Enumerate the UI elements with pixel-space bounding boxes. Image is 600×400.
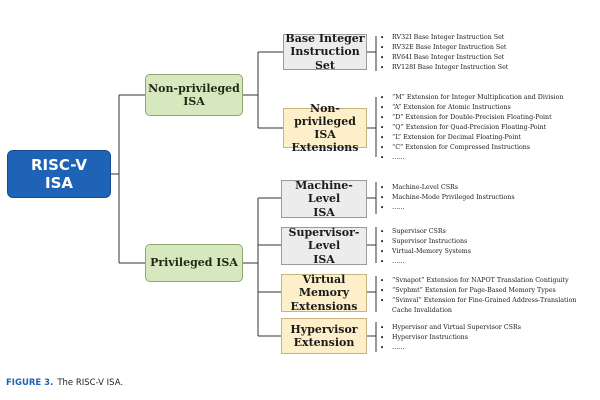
node-machine-level-isa: Machine-Level ISA	[281, 179, 367, 219]
list-item: “Q” Extension for Quad-Precision Floatin…	[380, 123, 564, 133]
list-item: Virtual-Memory Systems	[380, 247, 471, 257]
list-item: RV64I Base Integer Instruction Set	[380, 53, 508, 63]
node-non-privileged-isa-extensions: Non-privileged ISA Extensions	[283, 102, 367, 154]
list-non-privileged-extension-items: “M” Extension for Integer Multiplication…	[380, 93, 564, 163]
list-item: Hypervisor Instructions	[380, 333, 521, 343]
list-item: “Svinval” Extension for Fine-Grained Add…	[380, 296, 582, 316]
list-hypervisor-items: Hypervisor and Virtual Supervisor CSRs H…	[380, 323, 521, 353]
list-item: RV128I Base Integer Instruction Set	[380, 63, 508, 73]
list-item: “Svnapot” Extension for NAPOT Translatio…	[380, 276, 582, 286]
node-non-privileged-isa: Non-privileged ISA	[145, 74, 243, 116]
figure-caption: FIGURE 3.The RISC-V ISA.	[6, 378, 123, 388]
root-node-risc-v-isa: RISC-V ISA	[7, 150, 111, 198]
list-item: ……	[380, 153, 564, 163]
list-item: Hypervisor and Virtual Supervisor CSRs	[380, 323, 521, 333]
node-privileged-isa: Privileged ISA	[145, 244, 243, 282]
list-base-integer-items: RV32I Base Integer Instruction Set RV32E…	[380, 33, 508, 73]
list-item: ……	[380, 203, 515, 213]
list-machine-level-items: Machine-Level CSRs Machine-Mode Privileg…	[380, 183, 515, 213]
list-item: Machine-Level CSRs	[380, 183, 515, 193]
figure-label: FIGURE 3.	[6, 378, 54, 388]
list-item: RV32I Base Integer Instruction Set	[380, 33, 508, 43]
list-item: “A” Extension for Atomic Instructions	[380, 103, 564, 113]
list-item: “C” Extension for Compressed Instruction…	[380, 143, 564, 153]
node-supervisor-level-isa: Supervisor-Level ISA	[281, 226, 367, 266]
list-item: “Svpbmt” Extension for Page-Based Memory…	[380, 286, 582, 296]
list-item: Supervisor Instructions	[380, 237, 471, 247]
list-item: “L” Extension for Decimal Floating-Point	[380, 133, 564, 143]
figure-caption-text: The RISC-V ISA.	[57, 378, 124, 388]
list-item: Supervisor CSRs	[380, 227, 471, 237]
list-item: Machine-Mode Privileged Instructions	[380, 193, 515, 203]
list-item: ……	[380, 257, 471, 267]
list-virtual-memory-items: “Svnapot” Extension for NAPOT Translatio…	[380, 276, 582, 316]
list-item: RV32E Base Integer Instruction Set	[380, 43, 508, 53]
node-base-integer-instruction-set: Base Integer Instruction Set	[283, 32, 367, 72]
list-supervisor-level-items: Supervisor CSRs Supervisor Instructions …	[380, 227, 471, 267]
list-item: ……	[380, 343, 521, 353]
list-item: “D” Extension for Double-Precision Float…	[380, 113, 564, 123]
list-item: “M” Extension for Integer Multiplication…	[380, 93, 564, 103]
node-hypervisor-extension: Hypervisor Extension	[281, 318, 367, 354]
node-virtual-memory-extensions: Virtual Memory Extensions	[281, 273, 367, 313]
